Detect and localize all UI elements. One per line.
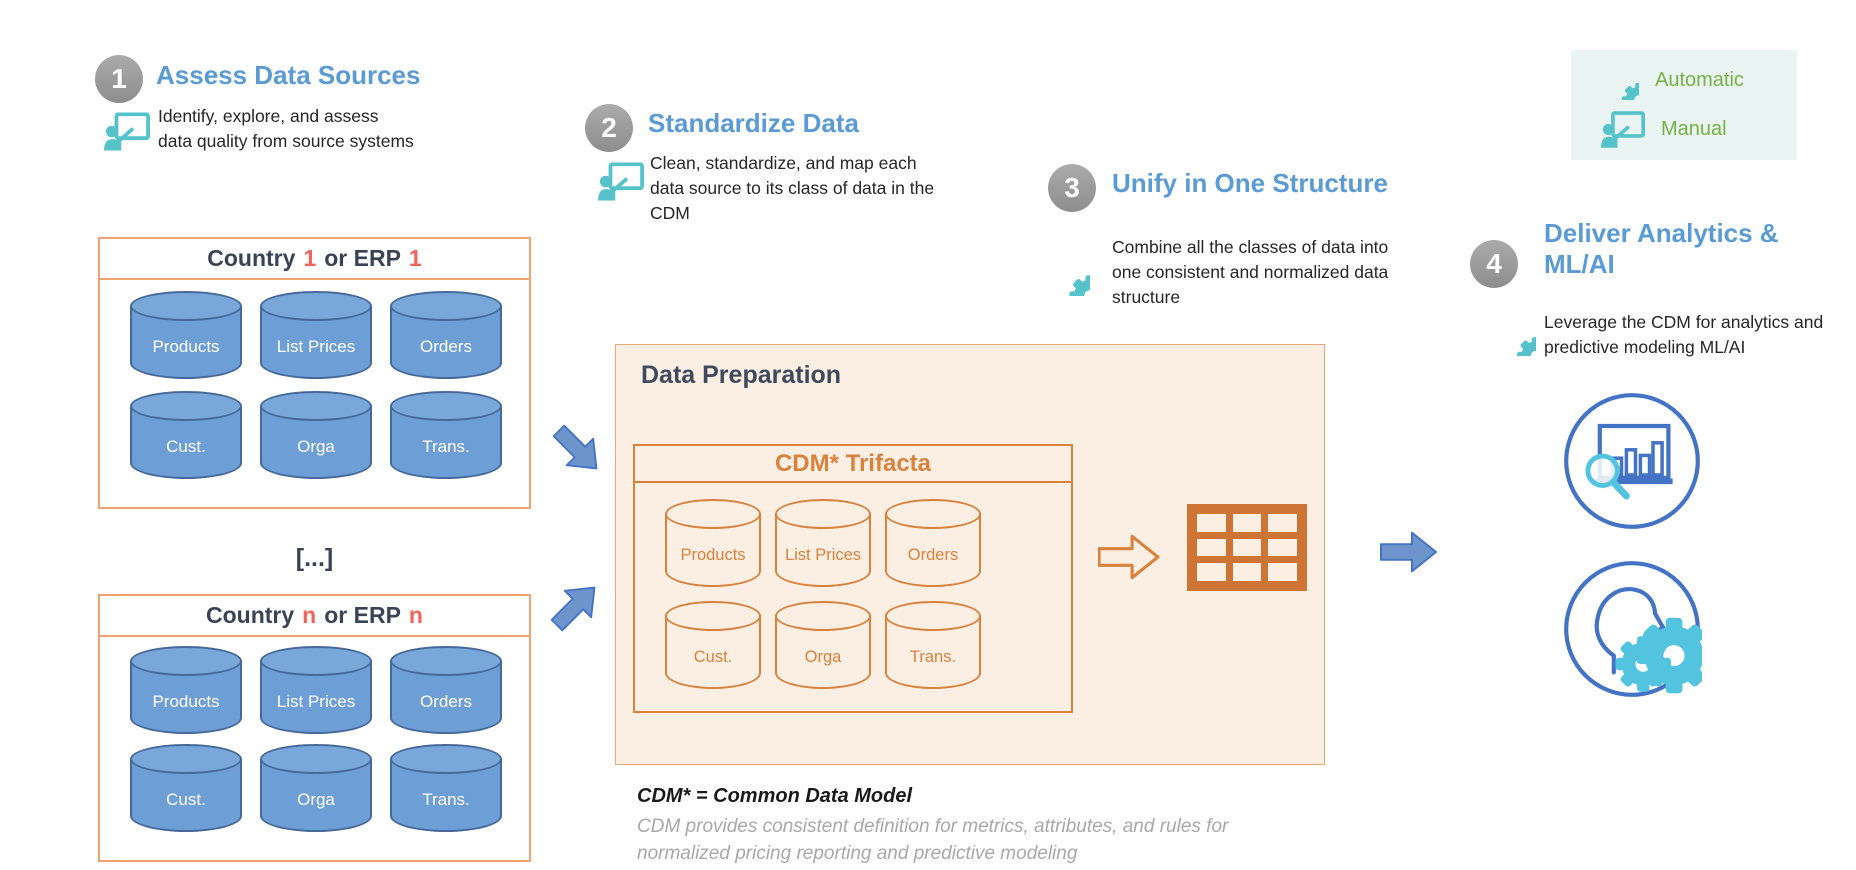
step-2-title: Standardize Data bbox=[648, 108, 859, 138]
footnote-line-1: CDM provides consistent definition for m… bbox=[637, 816, 1229, 837]
title-part-variable: 1 bbox=[408, 245, 422, 271]
step-4-number: 4 bbox=[1470, 240, 1518, 288]
arrow-right-hollow-icon bbox=[1098, 534, 1160, 580]
database-cylinder: List Prices bbox=[775, 499, 871, 587]
arrow-down-right-icon bbox=[543, 415, 614, 486]
database-cylinder: Trans. bbox=[390, 744, 502, 832]
step-2-description: Clean, standardize, and map each data so… bbox=[650, 153, 935, 223]
step-2-number: 2 bbox=[585, 104, 633, 152]
presenter-icon bbox=[598, 162, 644, 201]
database-cylinder: Orders bbox=[390, 291, 502, 379]
ellipsis-separator: [...] bbox=[295, 544, 334, 572]
gear-icon bbox=[1601, 62, 1639, 100]
database-cylinder: Orga bbox=[775, 601, 871, 689]
step-4-description: Leverage the CDM for analytics and predi… bbox=[1544, 312, 1824, 357]
database-cylinder: Orga bbox=[260, 744, 372, 832]
step-1-title: Assess Data Sources bbox=[156, 60, 421, 90]
gear-icon bbox=[1494, 314, 1536, 356]
footnote-title: CDM* = Common Data Model bbox=[637, 785, 913, 807]
presenter-icon bbox=[104, 112, 150, 151]
database-cylinder: Products bbox=[130, 291, 242, 379]
step-1-number: 1 bbox=[95, 55, 143, 103]
step-3-title: Unify in One Structure bbox=[1112, 168, 1388, 198]
title-part-variable: n bbox=[408, 602, 423, 628]
source-box-n-title: Country n or ERP n bbox=[100, 596, 529, 637]
source-box-country-n: Country n or ERP n Products List Prices … bbox=[98, 594, 531, 862]
database-cylinder: Products bbox=[665, 499, 761, 587]
source-box-1-title: Country 1 or ERP 1 bbox=[100, 239, 529, 280]
unified-table-icon bbox=[1187, 504, 1307, 591]
title-part: or ERP bbox=[324, 602, 401, 628]
ml-ai-head-icon bbox=[1564, 561, 1702, 699]
footnote-line-2: normalized pricing reporting and predict… bbox=[637, 843, 1078, 864]
title-part-variable: 1 bbox=[303, 245, 317, 271]
step-3-number: 3 bbox=[1048, 164, 1096, 212]
title-part: or ERP bbox=[324, 245, 401, 271]
gear-icon bbox=[1044, 250, 1090, 296]
step-4-title: Deliver Analytics & ML/AI bbox=[1544, 218, 1779, 280]
arrow-up-right-icon bbox=[541, 571, 612, 642]
legend-row-automatic: Automatic bbox=[1601, 62, 1797, 100]
database-cylinder: Orga bbox=[260, 391, 372, 479]
database-cylinder: Trans. bbox=[885, 601, 981, 689]
database-cylinder: Cust. bbox=[130, 744, 242, 832]
cdm-trifacta-title: CDM* Trifacta bbox=[635, 446, 1071, 483]
title-part-variable: n bbox=[302, 602, 317, 628]
database-cylinder: Products bbox=[130, 646, 242, 734]
source-box-country-1: Country 1 or ERP 1 Products List Prices … bbox=[98, 237, 531, 509]
legend: Automatic Manual bbox=[1571, 50, 1797, 160]
database-cylinder: Cust. bbox=[665, 601, 761, 689]
legend-row-manual: Manual bbox=[1601, 111, 1797, 148]
title-part: Country bbox=[206, 602, 295, 628]
step-3-description: Combine all the classes of data into one… bbox=[1112, 237, 1389, 307]
cdm-trifacta-box: CDM* Trifacta Products List Prices Order… bbox=[633, 444, 1073, 713]
title-part: Country bbox=[207, 245, 296, 271]
database-cylinder: Trans. bbox=[390, 391, 502, 479]
step-1-description: Identify, explore, and assess data quali… bbox=[158, 106, 414, 151]
data-preparation-title: Data Preparation bbox=[641, 361, 842, 389]
database-cylinder: List Prices bbox=[260, 291, 372, 379]
database-cylinder: List Prices bbox=[260, 646, 372, 734]
presenter-icon bbox=[1601, 111, 1645, 148]
database-cylinder: Cust. bbox=[130, 391, 242, 479]
legend-label-automatic: Automatic bbox=[1655, 69, 1744, 92]
analytics-chart-icon bbox=[1564, 393, 1700, 529]
arrow-right-icon bbox=[1380, 530, 1438, 574]
database-cylinder: Orders bbox=[390, 646, 502, 734]
legend-label-manual: Manual bbox=[1661, 118, 1727, 141]
database-cylinder: Orders bbox=[885, 499, 981, 587]
